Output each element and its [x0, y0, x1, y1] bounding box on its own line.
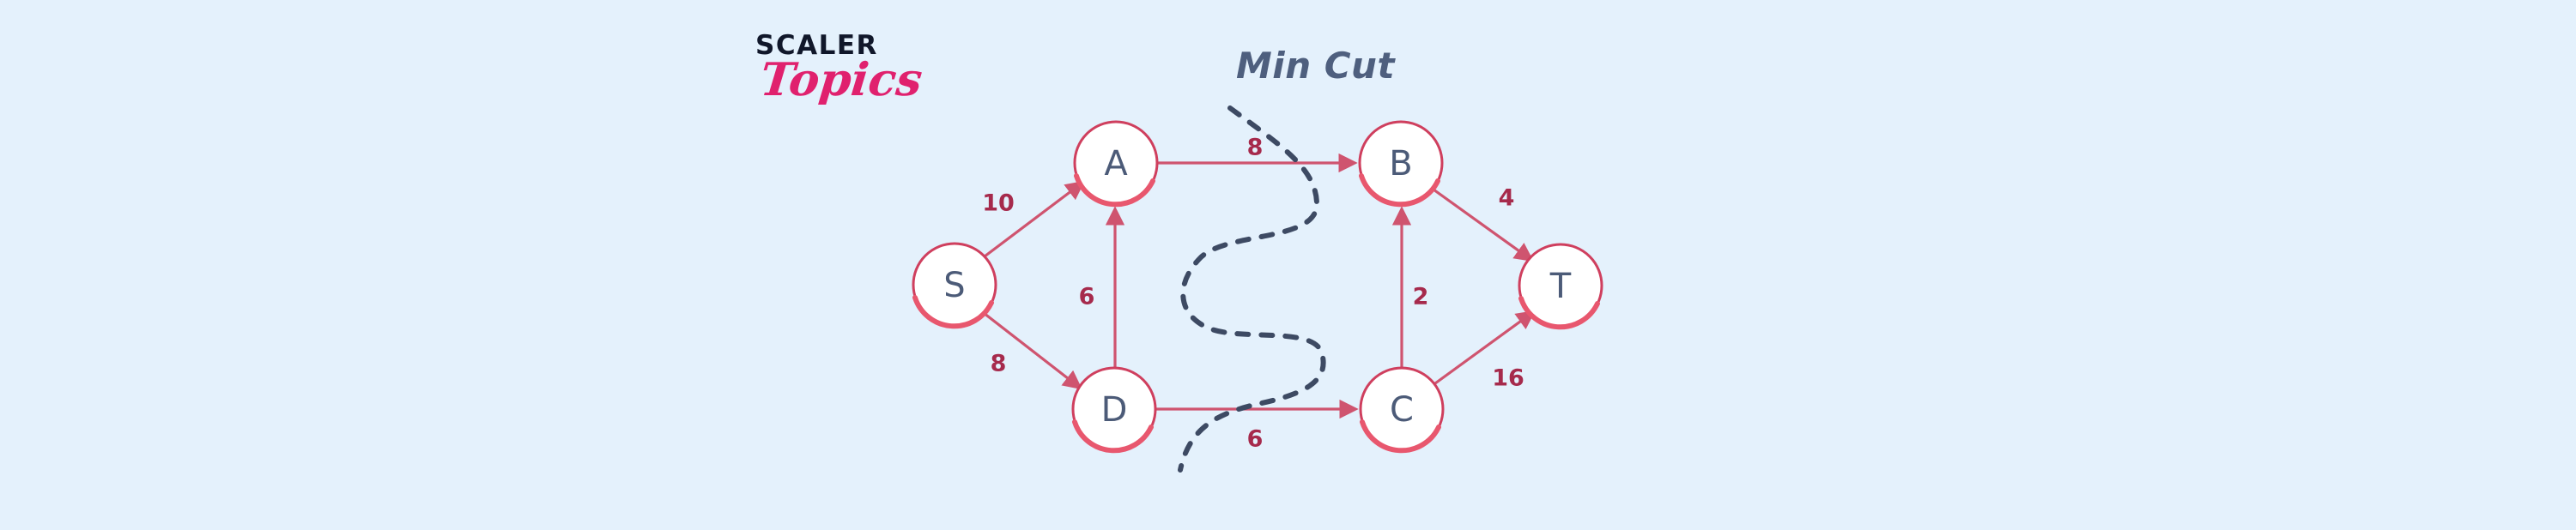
node-a-label: A [1104, 144, 1128, 184]
edge-weight-s-a: 10 [982, 190, 1015, 217]
node-s-label: S [943, 266, 965, 305]
edge-c-t [1434, 310, 1537, 385]
edge-s-d [983, 311, 1082, 390]
logo-wordmark-scaler: SCALER [755, 30, 878, 61]
edge-weights-layer: 10 8 6 8 2 4 16 6 [982, 135, 1524, 453]
edge-weight-d-c: 6 [1247, 426, 1264, 453]
page-title: Min Cut [1236, 45, 1396, 87]
edge-weight-a-b: 8 [1247, 135, 1264, 161]
min-cut-dashed-curve [1178, 105, 1326, 473]
node-c[interactable]: C [1359, 366, 1445, 454]
node-d-label: D [1101, 390, 1128, 430]
edge-b-t [1433, 188, 1535, 262]
node-a[interactable]: A [1073, 120, 1159, 208]
edge-weight-c-t: 16 [1492, 365, 1524, 392]
node-s[interactable]: S [912, 242, 997, 329]
edge-s-a [984, 180, 1085, 258]
edges-layer [983, 153, 1537, 419]
edge-weight-b-t: 4 [1499, 185, 1515, 212]
node-c-label: C [1390, 390, 1414, 430]
edge-weight-c-b: 2 [1413, 284, 1429, 310]
scaler-topics-logo: SCALER Topics [755, 33, 979, 136]
edge-weight-s-d: 8 [991, 351, 1007, 377]
node-d[interactable]: D [1071, 366, 1157, 454]
node-t-label: T [1549, 267, 1572, 306]
node-t[interactable]: T [1518, 243, 1603, 330]
node-b-label: B [1389, 144, 1412, 184]
node-b[interactable]: B [1358, 120, 1444, 208]
edge-weight-d-a: 6 [1079, 284, 1095, 310]
nodes-layer: S A B T C [912, 120, 1603, 454]
